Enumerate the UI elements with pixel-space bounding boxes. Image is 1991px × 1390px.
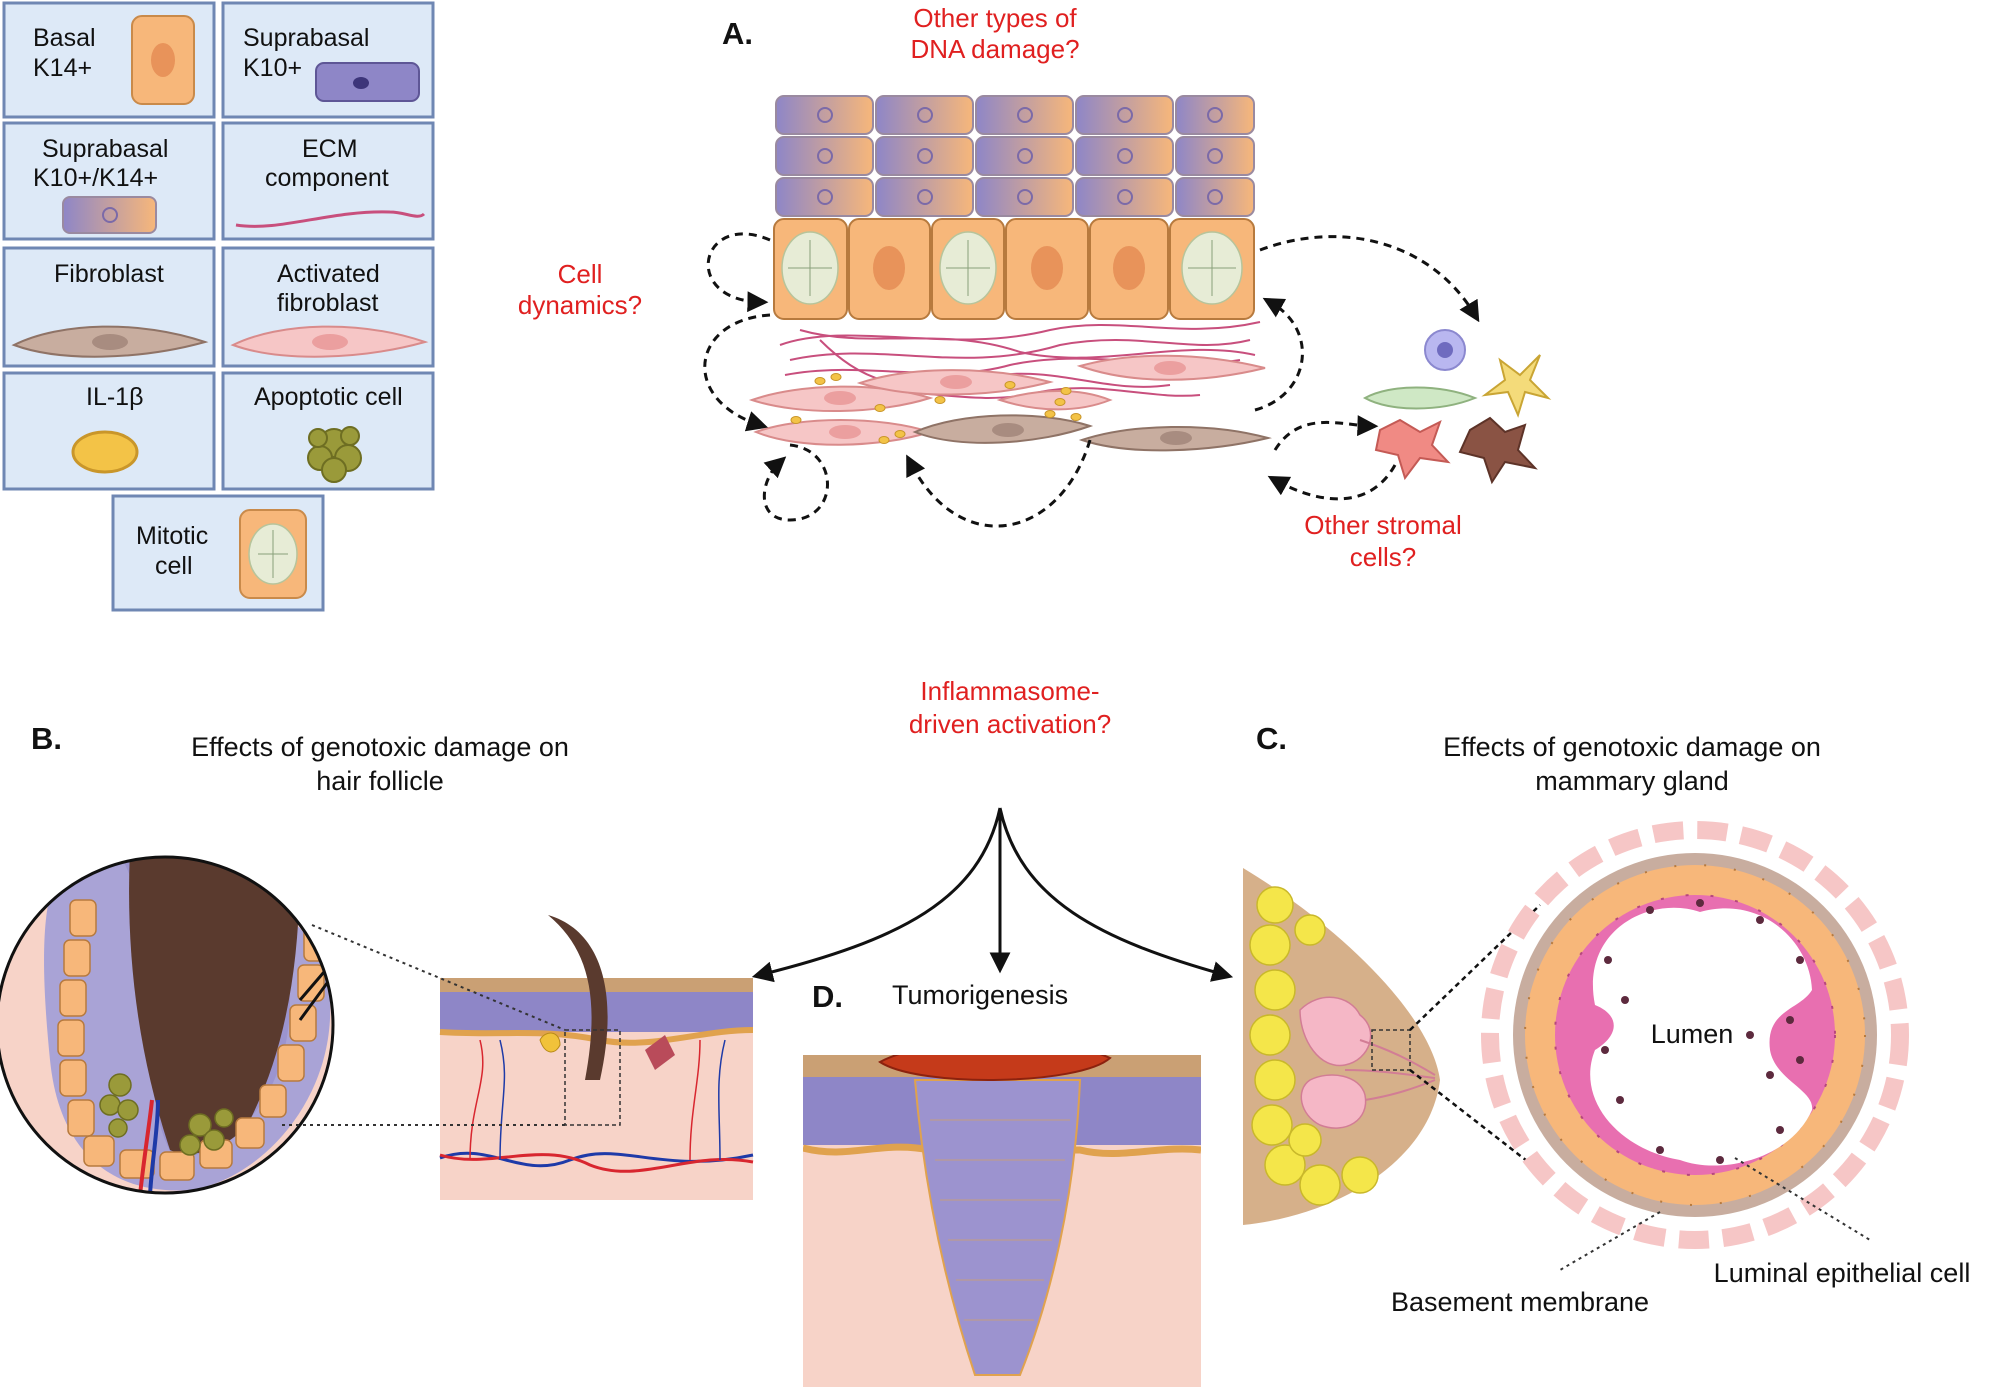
legend-suprabasal-k10: Suprabasal K10+ — [221, 1, 435, 119]
panel-a: A. Other types of DNA damage? Cell dynam… — [518, 3, 1552, 572]
tumor-section — [803, 1055, 1201, 1387]
legend-activated-label: Activated — [277, 260, 380, 288]
stromal-question-line2: cells? — [1350, 542, 1416, 572]
hair-follicle-zoom — [0, 855, 335, 1195]
panel-b-title-line1: Effects of genotoxic damage on — [191, 732, 569, 762]
panel-d-title: Tumorigenesis — [892, 980, 1068, 1010]
cell-dynamics-question-line2: dynamics? — [518, 290, 642, 320]
panel-c: C. Effects of genotoxic damage on mammar… — [1243, 721, 1970, 1317]
inflammasome-question-line2: driven activation? — [909, 709, 1111, 739]
panel-d-letter: D. — [812, 979, 843, 1014]
dna-damage-question-line2: DNA damage? — [910, 34, 1079, 64]
legend-ecm: ECM component — [221, 121, 435, 241]
legend-mitotic-label: Mitotic — [136, 522, 208, 550]
center-question: Inflammasome- driven activation? — [751, 676, 1234, 983]
panel-c-title-line1: Effects of genotoxic damage on — [1443, 732, 1821, 762]
basement-membrane-label: Basement membrane — [1391, 1287, 1649, 1317]
il1b-particles — [790, 373, 1082, 444]
panel-c-title-line2: mammary gland — [1535, 766, 1729, 796]
panel-d: D. Tumorigenesis — [803, 979, 1201, 1387]
dna-damage-question-line1: Other types of — [913, 3, 1077, 33]
panel-b-title-line2: hair follicle — [316, 766, 444, 796]
legend-suprabasal-mixed-label: Suprabasal — [42, 135, 168, 163]
legend-suprabasal-label: Suprabasal — [243, 24, 369, 52]
legend-mitotic-marker: cell — [155, 552, 193, 580]
panel-c-letter: C. — [1256, 721, 1287, 756]
legend-basal: Basal K14+ — [2, 1, 216, 119]
panel-a-letter: A. — [722, 16, 753, 51]
legend-il1b: IL-1β — [2, 371, 216, 491]
legend-basal-marker: K14+ — [33, 54, 92, 82]
legend-il1b-label: IL-1β — [86, 383, 143, 411]
breast-illustration — [1243, 868, 1440, 1225]
center-arrows — [751, 807, 1234, 983]
legend-activated-fibroblast: Activated fibroblast — [221, 246, 435, 368]
panel-a-arrows — [703, 232, 1480, 528]
skin-section — [439, 915, 754, 1200]
panel-b: B. Effects of genotoxic damage on hair f… — [0, 721, 754, 1200]
legend-apoptotic: Apoptotic cell — [221, 371, 435, 491]
legend-mitotic: Mitotic cell — [111, 494, 325, 612]
lumen-label: Lumen — [1651, 1019, 1734, 1049]
inflammasome-question-line1: Inflammasome- — [920, 676, 1099, 706]
legend-activated-marker: fibroblast — [277, 289, 378, 317]
legend-fibroblast: Fibroblast — [2, 246, 216, 368]
legend-basal-label: Basal — [33, 24, 96, 52]
legend-suprabasal-k10-k14: Suprabasal K10+/K14+ — [2, 121, 216, 241]
panel-b-letter: B. — [31, 721, 62, 756]
cell-dynamics-question-line1: Cell — [558, 259, 603, 289]
legend-suprabasal-mixed-marker: K10+/K14+ — [33, 164, 158, 192]
legend-ecm-marker: component — [265, 164, 389, 192]
legend-fibroblast-label: Fibroblast — [54, 260, 164, 288]
legend-apoptotic-label: Apoptotic cell — [254, 383, 403, 411]
stromal-question-line1: Other stromal — [1304, 510, 1462, 540]
duct-cross-section: Lumen — [1481, 821, 1909, 1249]
legend: Basal K14+ Suprabasal K10+ Suprabasal K1… — [2, 1, 435, 612]
stromal-cells — [1362, 329, 1552, 485]
legend-ecm-label: ECM — [302, 135, 358, 163]
luminal-epithelial-label: Luminal epithelial cell — [1714, 1258, 1971, 1288]
legend-suprabasal-marker: K10+ — [243, 54, 302, 82]
